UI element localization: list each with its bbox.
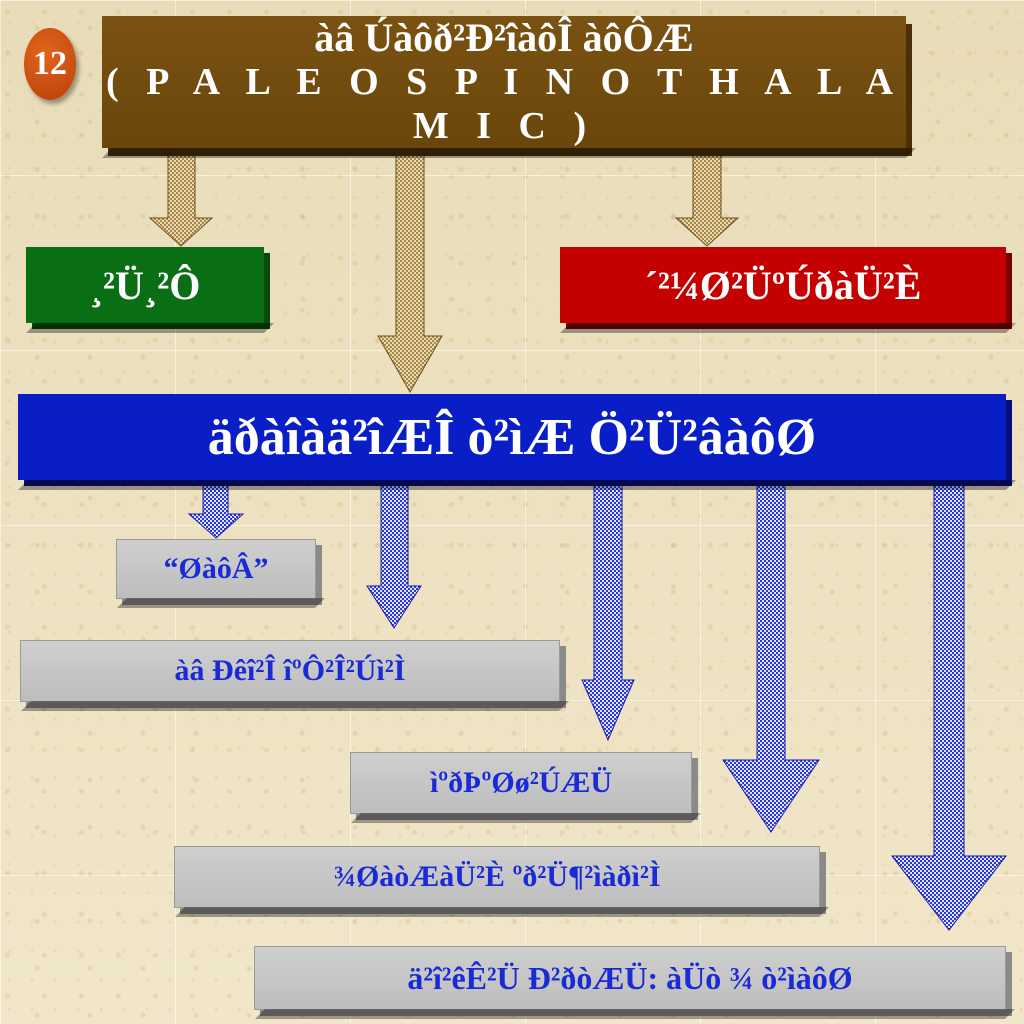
left-branch-label: ¸²Ü¸²Ô	[89, 262, 201, 308]
main-box-label: äðàîàä²îÆÎ ò²ìÆ Ö²Ü²âàôØ	[207, 408, 817, 466]
right-branch-label: ´²¼Ø²ÜºÚðàÜ²È	[644, 262, 922, 308]
arrow-to-left-branch	[148, 149, 214, 247]
arrow-to-right-branch	[674, 149, 740, 247]
target-box-2: àâ Ðêî²Î îºÔ²Î²Úì²Ì	[20, 640, 560, 702]
target-label-2: àâ Ðêî²Î îºÔ²Î²Úì²Ì	[174, 654, 406, 687]
header-box: àâ Úàôð²Ð²îàôÎ àôÔÆ ( P A L E O S P I N …	[102, 15, 906, 148]
target-label-3: ìºðÞºØø²ÚÆÜ	[429, 766, 613, 799]
arrow-to-target-4	[722, 479, 820, 833]
arrow-to-main-box	[377, 149, 443, 394]
slide-number: 12	[33, 45, 67, 82]
right-branch-box: ´²¼Ø²ÜºÚðàÜ²È	[560, 247, 1006, 323]
target-box-4: ¾ØàòÆàÜ²È ºð²Ü¶²ìàðì²Ì	[174, 846, 820, 908]
slide-number-badge: 12	[24, 28, 76, 100]
target-label-1: “ØàôÂ”	[163, 552, 269, 585]
main-box: äðàîàä²îÆÎ ò²ìÆ Ö²Ü²âàôØ	[18, 394, 1006, 480]
left-branch-box: ¸²Ü¸²Ô	[26, 247, 264, 323]
target-box-3: ìºðÞºØø²ÚÆÜ	[350, 752, 692, 814]
header-title: àâ Úàôð²Ð²îàôÎ àôÔÆ	[314, 15, 694, 61]
arrow-to-target-3	[581, 479, 635, 742]
target-label-5: ä²î²êÊ²Ü Ð²ðòÆÜ: àÜò ¾ ò²ìàôØ	[407, 959, 853, 996]
target-box-5: ä²î²êÊ²Ü Ð²ðòÆÜ: àÜò ¾ ò²ìàôØ	[254, 946, 1006, 1010]
arrow-to-target-2	[366, 479, 422, 629]
arrow-to-target-5	[890, 479, 1008, 931]
target-box-1: “ØàôÂ”	[116, 539, 316, 599]
header-subtitle: ( P A L E O S P I N O T H A L A M I C )	[105, 61, 903, 147]
target-label-4: ¾ØàòÆàÜ²È ºð²Ü¶²ìàðì²Ì	[333, 860, 661, 893]
